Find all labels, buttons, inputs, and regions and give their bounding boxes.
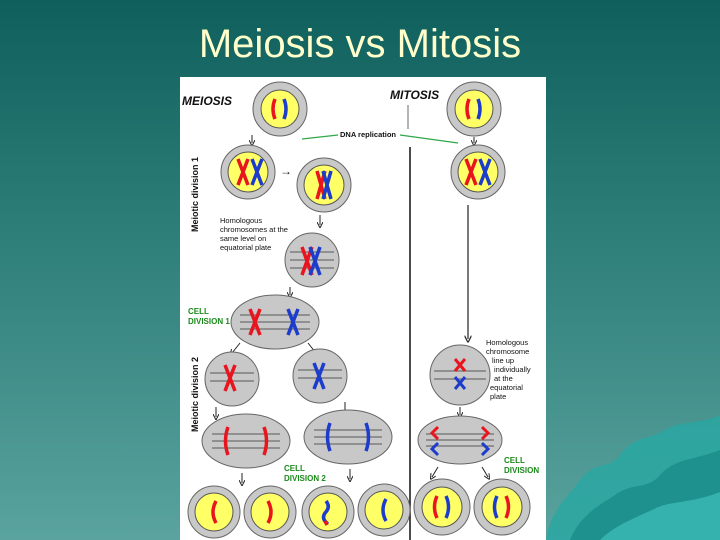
dna-replication-label: DNA replication (340, 130, 396, 139)
mitosis-cell-replicated (450, 144, 506, 200)
meiosis-gamete-3 (301, 485, 355, 539)
meiosis-mitosis-diagram: MEIOSIS MITOSIS DNA replication Meiotic … (180, 77, 546, 540)
mitosis-cell-initial (446, 81, 502, 137)
homologous-note-2: Homologous chromosome line up individual… (486, 338, 533, 401)
meiotic-division-1-label: Meiotic division 1 (190, 157, 200, 232)
meiosis-cell-metaphase-1 (284, 232, 340, 288)
meiosis-cell-replicated (220, 144, 276, 200)
arrow (432, 466, 439, 477)
mitosis-heading: MITOSIS (390, 88, 439, 102)
meiosis-gamete-1 (187, 485, 241, 539)
mitosis-cell-anaphase (417, 415, 503, 465)
slide-title: Meiosis vs Mitosis (198, 22, 522, 66)
meiosis-cell-daughter-blue (292, 348, 348, 404)
meiosis-cell-initial (252, 81, 308, 137)
decorative-waves (546, 415, 720, 540)
meiosis-gamete-2 (243, 485, 297, 539)
cell-division-1-label: CELL DIVISION 1 (188, 307, 230, 326)
meiosis-cell-anaphase-1 (230, 294, 320, 350)
meiosis-cell-pairing (296, 157, 352, 213)
arrow-right: → (280, 164, 292, 178)
homologous-note-1: Homologous chromosomes at the same level… (220, 216, 290, 252)
mitosis-daughter-cell-right (473, 478, 531, 536)
cell-division-2-label: CELL DIVISION 2 (284, 464, 326, 483)
arrow (481, 466, 488, 477)
mitosis-daughter-cell-left (413, 478, 471, 536)
cell-division-label: CELL DIVISION (504, 456, 539, 475)
dna-line-right (399, 134, 459, 144)
meiosis-cell-daughter-red (204, 351, 260, 407)
arrow (232, 342, 241, 353)
meiosis-cell-anaphase-2-blue (303, 409, 393, 465)
mitosis-cell-metaphase (429, 344, 491, 406)
meiosis-gamete-4 (357, 483, 411, 537)
meiotic-division-2-label: Meiotic division 2 (190, 357, 200, 432)
meiosis-heading: MEIOSIS (182, 94, 232, 108)
dna-line-left (301, 134, 339, 140)
meiosis-cell-anaphase-2-red (201, 413, 291, 469)
